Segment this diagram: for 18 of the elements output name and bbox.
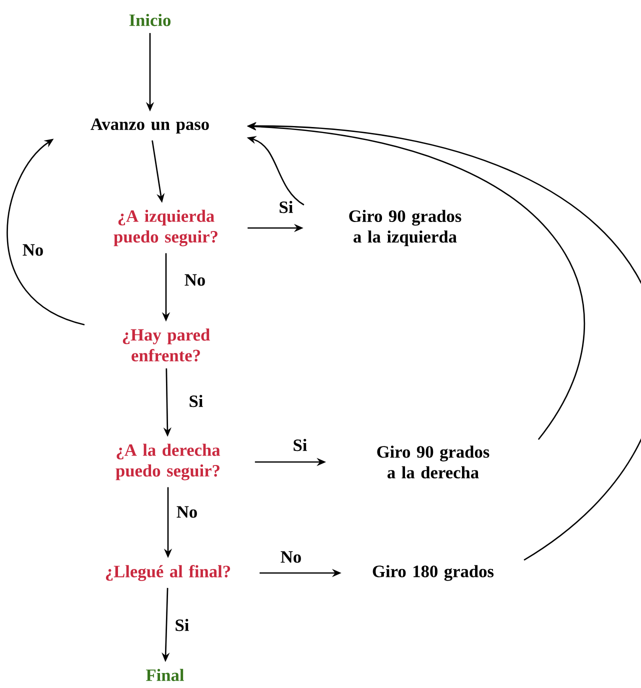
question-text: ¿Llegué al final? bbox=[106, 564, 230, 582]
edge-label: Si bbox=[291, 438, 309, 452]
start-label: Inicio bbox=[129, 14, 171, 26]
edge-label: Si bbox=[187, 394, 205, 408]
question-text: ¿Hay pared enfrente? bbox=[122, 328, 210, 362]
edge-label: No bbox=[183, 272, 207, 288]
process-text: Giro 90 grados a la derecha bbox=[377, 446, 490, 478]
edge-label: Si bbox=[277, 200, 295, 214]
end-label: Final bbox=[146, 668, 184, 682]
process-text: Giro 180 grados bbox=[372, 565, 494, 581]
edge-label: No bbox=[175, 504, 199, 520]
edge-label: No bbox=[21, 242, 45, 258]
edge-label: Si bbox=[173, 618, 191, 632]
question-text: ¿A izquierda puedo seguir? bbox=[114, 210, 218, 246]
question-text: ¿A la derecha puedo seguir? bbox=[116, 444, 220, 480]
edge-label: No bbox=[279, 550, 303, 564]
process-text: Giro 90 grados a la izquierda bbox=[349, 210, 462, 246]
process-text: Avanzo un paso bbox=[90, 118, 209, 134]
